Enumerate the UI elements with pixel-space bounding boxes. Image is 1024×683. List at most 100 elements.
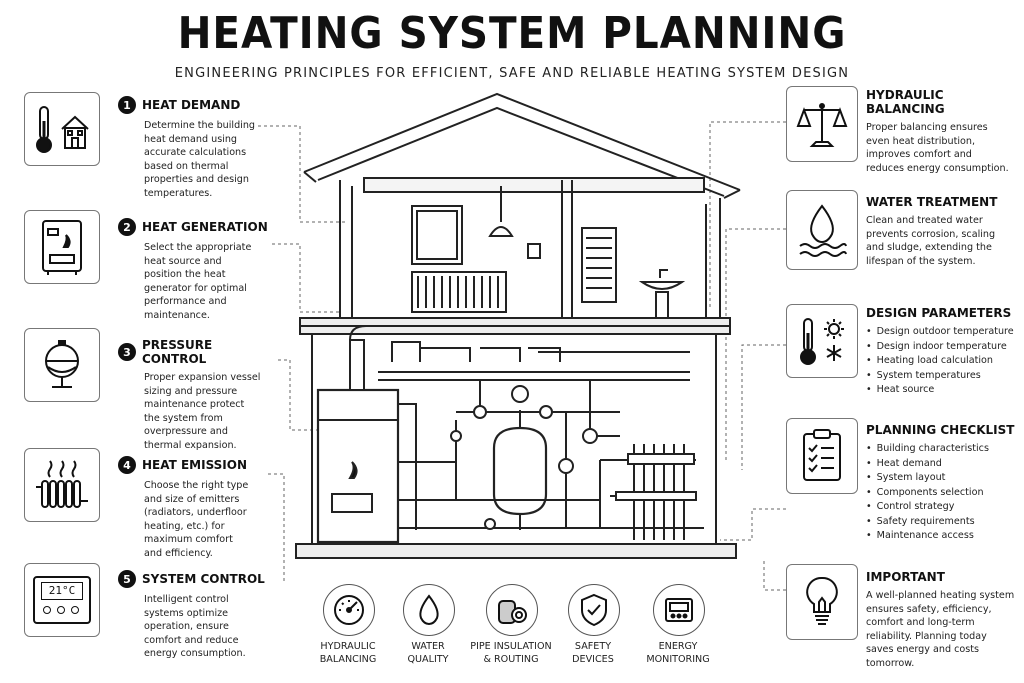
thermometer-house-icon bbox=[24, 92, 100, 166]
text-line: heat source and bbox=[144, 255, 222, 267]
text-line: heating, etc.) for bbox=[144, 520, 225, 532]
text-line: Choose the right type bbox=[144, 480, 249, 491]
text-line: energy consumption. bbox=[144, 648, 246, 660]
step-number-2: 2 bbox=[118, 218, 136, 236]
water-drop-icon bbox=[403, 584, 455, 636]
hydraulic-balancing-label: HYDRAULIC BALANCING bbox=[293, 640, 403, 666]
text-line: A well-planned heating system bbox=[866, 590, 1015, 601]
list-item: System temperatures bbox=[866, 369, 1024, 384]
text-line: performance and bbox=[144, 296, 227, 308]
text-line: Proper balancing ensures bbox=[866, 122, 988, 133]
energy-monitor-icon bbox=[653, 584, 705, 636]
pressure-control-title: PRESSURE CONTROL bbox=[142, 338, 213, 366]
step-number-4: 4 bbox=[118, 456, 136, 474]
text-line: comfort and reduce bbox=[144, 634, 239, 646]
pipe-insulation-icon bbox=[486, 584, 538, 636]
clipboard-checklist-icon bbox=[786, 418, 858, 494]
text-line: and sludge, extending the bbox=[866, 242, 992, 254]
heat-demand-title: HEAT DEMAND bbox=[142, 98, 241, 112]
gauge-icon bbox=[323, 584, 375, 636]
text-line: and efficiency. bbox=[144, 547, 213, 559]
text-line: systems optimize bbox=[144, 607, 229, 619]
hydraulic-balancing-title: HYDRAULIC BALANCING bbox=[866, 88, 945, 116]
important-section: IMPORTANT A well-planned heating system … bbox=[866, 570, 1024, 671]
list-item: Heat source bbox=[866, 383, 1024, 398]
text-line: saves energy and costs bbox=[866, 644, 979, 656]
boiler-icon bbox=[24, 210, 100, 284]
list-item: Components selection bbox=[866, 486, 1024, 501]
water-treatment-section: WATER TREATMENT Clean and treated water … bbox=[866, 195, 1024, 268]
list-item: Heat demand bbox=[866, 457, 1024, 472]
text-line: Clean and treated water bbox=[866, 215, 983, 226]
text-line: generator for optimal bbox=[144, 282, 247, 294]
step-number-5: 5 bbox=[118, 570, 136, 588]
design-parameters-section: DESIGN PARAMETERS Design outdoor tempera… bbox=[866, 306, 1024, 398]
text-line: sizing and pressure bbox=[144, 385, 238, 397]
thermostat-icon: 21°C bbox=[24, 563, 100, 637]
system-control-title: SYSTEM CONTROL bbox=[142, 572, 265, 586]
system-control-section: 5 SYSTEM CONTROL Intelligent control syst… bbox=[118, 570, 278, 661]
label-line: QUALITY bbox=[407, 654, 449, 665]
heat-emission-title: HEAT EMISSION bbox=[142, 458, 248, 472]
planning-checklist-title: PLANNING CHECKLIST bbox=[866, 423, 1015, 437]
text-line: maintenance protect bbox=[144, 399, 245, 411]
text-line: ensures safety, efficiency, bbox=[866, 603, 992, 615]
text-line: Intelligent control bbox=[144, 594, 229, 605]
label-line: MONITORING bbox=[646, 654, 710, 665]
safety-devices-label: SAFETY DEVICES bbox=[538, 640, 648, 666]
water-drop-icon bbox=[786, 190, 858, 270]
text-line: improves comfort and bbox=[866, 149, 972, 161]
text-line: maintenance. bbox=[144, 309, 210, 321]
list-item: Building characteristics bbox=[866, 442, 1024, 457]
design-parameters-title: DESIGN PARAMETERS bbox=[866, 306, 1012, 320]
water-treatment-title: WATER TREATMENT bbox=[866, 195, 998, 209]
lightbulb-icon bbox=[786, 564, 858, 640]
text-line: properties and design bbox=[144, 174, 249, 186]
text-line: Select the appropriate bbox=[144, 242, 252, 253]
radiator-icon bbox=[24, 448, 100, 522]
text-line: even heat distribution, bbox=[866, 135, 976, 147]
text-line: the system from bbox=[144, 412, 223, 424]
label-line: ENERGY bbox=[658, 641, 698, 652]
text-line: and size of emitters bbox=[144, 493, 240, 505]
text-line: (radiators, underfloor bbox=[144, 507, 247, 519]
planning-checklist-section: PLANNING CHECKLIST Building characterist… bbox=[866, 423, 1024, 544]
heat-generation-title: HEAT GENERATION bbox=[142, 220, 268, 234]
text-line: comfort and long-term bbox=[866, 617, 975, 629]
text-line: temperatures. bbox=[144, 187, 213, 199]
text-line: operation, ensure bbox=[144, 621, 229, 633]
list-item: Design outdoor temperature bbox=[866, 325, 1024, 340]
text-line: accurate calculations bbox=[144, 147, 247, 159]
list-item: Heating load calculation bbox=[866, 354, 1024, 369]
text-line: based on thermal bbox=[144, 160, 229, 172]
water-quality-label: WATER QUALITY bbox=[373, 640, 483, 666]
text-line: reliability. Planning today bbox=[866, 630, 987, 642]
text-line: tomorrow. bbox=[866, 657, 915, 669]
energy-monitoring-label: ENERGY MONITORING bbox=[623, 640, 733, 666]
list-item: System layout bbox=[866, 471, 1024, 486]
text-line: thermal expansion. bbox=[144, 439, 237, 451]
label-line: WATER bbox=[411, 641, 445, 652]
shield-check-icon bbox=[568, 584, 620, 636]
scale-icon bbox=[786, 86, 858, 162]
thermostat-display: 21°C bbox=[41, 582, 83, 600]
pipe-insulation-label: PIPE INSULATION & ROUTING bbox=[456, 640, 566, 666]
text-line: position the heat bbox=[144, 269, 226, 281]
list-item: Maintenance access bbox=[866, 529, 1024, 544]
label-line: & ROUTING bbox=[483, 654, 539, 665]
step-number-1: 1 bbox=[118, 96, 136, 114]
label-line: HYDRAULIC bbox=[320, 641, 376, 652]
temperature-sun-snow-icon bbox=[786, 304, 858, 378]
important-title: IMPORTANT bbox=[866, 570, 945, 584]
label-line: BALANCING bbox=[319, 654, 377, 665]
text-line: Determine the building bbox=[144, 120, 255, 131]
hydraulic-balancing-section: HYDRAULIC BALANCING Proper balancing ens… bbox=[866, 88, 1024, 175]
heat-emission-section: 4 HEAT EMISSION Choose the right type and… bbox=[118, 456, 278, 561]
label-line: DEVICES bbox=[572, 654, 614, 665]
label-line: PIPE INSULATION bbox=[470, 641, 552, 652]
page-subtitle: ENGINEERING PRINCIPLES FOR EFFICIENT, SA… bbox=[174, 66, 850, 81]
